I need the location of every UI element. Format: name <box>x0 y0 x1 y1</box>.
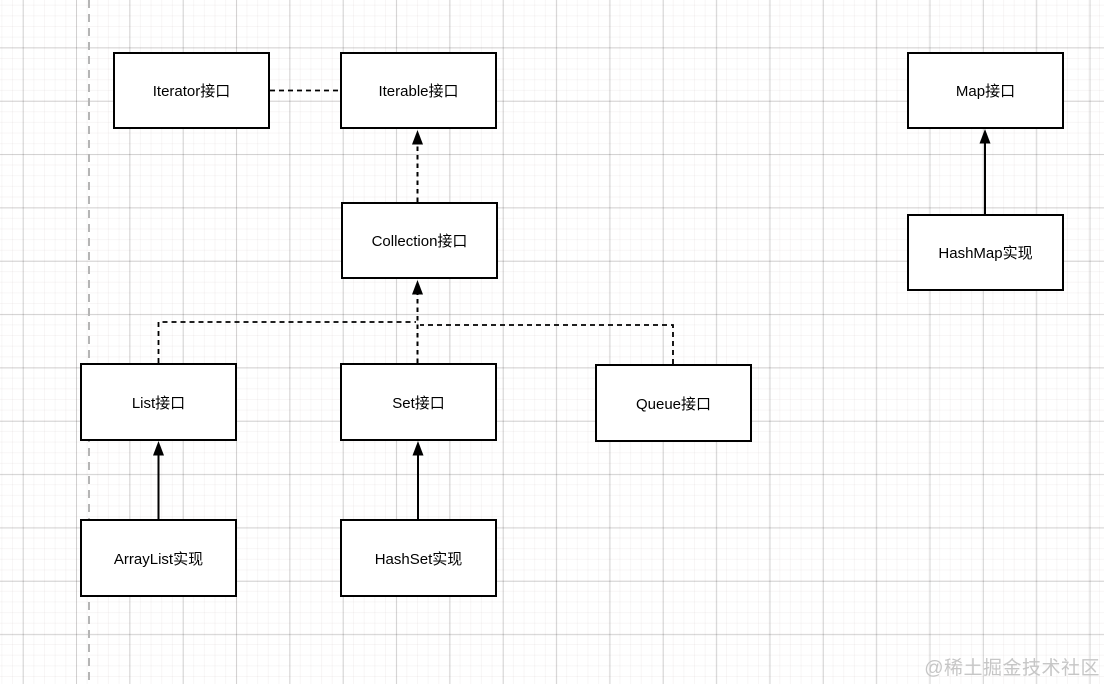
node-label: Map接口 <box>955 83 1016 100</box>
node-set-interface: Set接口 <box>340 363 497 441</box>
edge-hashmap-map <box>979 129 991 214</box>
node-arraylist-impl: ArrayList实现 <box>80 519 237 597</box>
edge-collection-iterable <box>412 130 423 202</box>
edge-arraylist-list <box>153 441 164 519</box>
node-collection-interface: Collection接口 <box>341 202 498 279</box>
node-iterable-interface: Iterable接口 <box>340 52 497 129</box>
node-label: Iterator接口 <box>152 83 231 100</box>
edge-list-collection <box>157 321 416 363</box>
node-queue-interface: Queue接口 <box>595 364 752 442</box>
edge-hashset-set <box>412 441 424 519</box>
edge-set-collection <box>412 280 423 363</box>
node-label: HashSet实现 <box>374 550 463 568</box>
node-label: Iterable接口 <box>378 83 459 100</box>
node-label: List接口 <box>131 394 186 412</box>
node-label: Collection接口 <box>371 233 468 250</box>
edge-queue-collection <box>420 324 674 364</box>
node-label: HashMap实现 <box>938 245 1033 262</box>
watermark-text: @稀土掘金技术社区 <box>924 658 1100 679</box>
node-hashset-impl: HashSet实现 <box>340 519 497 597</box>
node-label: Queue接口 <box>635 395 712 413</box>
node-hashmap-impl: HashMap实现 <box>907 214 1064 291</box>
node-label: Set接口 <box>392 394 445 412</box>
node-map-interface: Map接口 <box>907 52 1064 129</box>
node-list-interface: List接口 <box>80 363 237 441</box>
node-label: ArrayList实现 <box>113 550 204 568</box>
node-iterator-interface: Iterator接口 <box>113 52 270 129</box>
